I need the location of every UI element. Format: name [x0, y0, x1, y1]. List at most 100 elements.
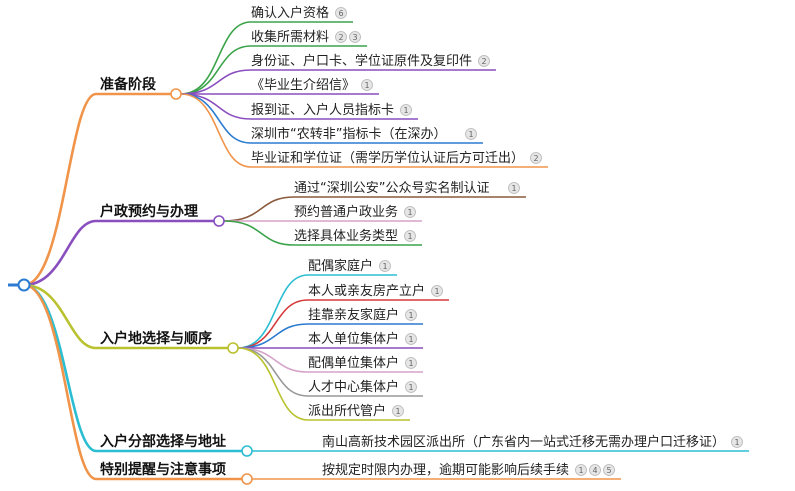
- badge-circle: [589, 464, 601, 476]
- badge-circle: [508, 182, 520, 194]
- badge-number: 1: [408, 383, 413, 392]
- leaf-connector: [180, 21, 353, 95]
- reference-badge[interactable]: 1: [361, 79, 373, 91]
- branch-toggle-icon[interactable]: [170, 88, 182, 100]
- leaf-connector: [180, 69, 496, 95]
- badge-circle: [575, 464, 587, 476]
- badge-number: 1: [408, 359, 413, 368]
- badge-number: 1: [408, 311, 413, 320]
- branch-label: 特别提醒与注意事项: [100, 461, 226, 478]
- reference-badge[interactable]: 1: [465, 128, 477, 140]
- leaf-label[interactable]: 按规定时限内办理，逾期可能影响后续手续: [322, 462, 569, 478]
- reference-badge[interactable]: 1: [405, 309, 417, 321]
- branch-connector: [23, 283, 242, 481]
- reference-badge[interactable]: 1: [392, 405, 404, 417]
- badge-number: 2: [338, 33, 343, 42]
- leaf-label[interactable]: 配偶单位集体户: [308, 355, 399, 371]
- reference-badge[interactable]: 2: [478, 55, 490, 67]
- badge-circle: [361, 79, 373, 91]
- badge-circle: [478, 55, 490, 67]
- reference-badge[interactable]: 4: [589, 464, 601, 476]
- reference-badge[interactable]: 5: [603, 464, 615, 476]
- leaf-label[interactable]: 本人或亲友房产立户: [308, 283, 425, 299]
- reference-badge[interactable]: 1: [405, 333, 417, 345]
- badge-number: 1: [434, 287, 439, 296]
- badge-circle: [405, 381, 417, 393]
- badge-number: 1: [407, 208, 412, 217]
- branch-label: 入户地选择与顺序: [100, 330, 212, 347]
- reference-badge[interactable]: 1: [508, 182, 520, 194]
- badge-circle: [379, 260, 391, 272]
- connector-lines: [23, 21, 749, 481]
- badge-number: 4: [592, 466, 597, 475]
- reference-badge[interactable]: 2: [335, 31, 347, 43]
- reference-badge[interactable]: 1: [431, 285, 443, 297]
- leaf-label[interactable]: 预约普通户政业务: [294, 204, 398, 220]
- badge-number: 3: [352, 33, 357, 42]
- reference-badge[interactable]: 1: [404, 230, 416, 242]
- badge-circle: [405, 357, 417, 369]
- branch-connector: [23, 92, 171, 287]
- leaf-label[interactable]: 本人单位集体户: [308, 331, 399, 347]
- branch-toggle-icon[interactable]: [227, 342, 239, 354]
- leaf-label[interactable]: 报到证、入户人员指标卡: [251, 102, 394, 118]
- branch-connector: [23, 219, 214, 287]
- badge-number: 1: [511, 184, 516, 193]
- leaf-label[interactable]: 南山高新技术园区派出所（广东省内一站式迁移无需办理户口迁移证）: [322, 434, 725, 450]
- reference-badge[interactable]: 1: [405, 357, 417, 369]
- badge-circle: [349, 31, 361, 43]
- leaf-label[interactable]: 《毕业生介绍信》: [251, 78, 355, 93]
- leaf-label[interactable]: 毕业证和学位证（需学历学位认证后方可迁出）: [251, 150, 524, 166]
- root-toggle-icon[interactable]: [17, 278, 31, 292]
- reference-badge[interactable]: 1: [400, 104, 412, 116]
- reference-badge[interactable]: 2: [530, 152, 542, 164]
- badge-number: 1: [468, 130, 473, 139]
- reference-badge[interactable]: 6: [335, 7, 347, 19]
- badge-circle: [400, 104, 412, 116]
- leaf-connector: [223, 220, 422, 246]
- badge-circle: [335, 7, 347, 19]
- badge-circle: [392, 405, 404, 417]
- badge-number: 2: [533, 154, 538, 163]
- badge-circle: [405, 309, 417, 321]
- badge-number: 2: [481, 57, 486, 66]
- branch-connector: [23, 283, 228, 350]
- leaf-label[interactable]: 选择具体业务类型: [294, 228, 398, 244]
- leaf-connector: [237, 299, 449, 349]
- badge-circle: [431, 285, 443, 297]
- branch-label: 入户分部选择与地址: [100, 433, 226, 450]
- reference-badge[interactable]: 1: [379, 260, 391, 272]
- leaf-label[interactable]: 配偶家庭户: [308, 258, 373, 274]
- leaf-label[interactable]: 收集所需材料: [251, 29, 329, 45]
- leaf-label[interactable]: 挂靠亲友家庭户: [308, 307, 399, 323]
- branch-toggle-icon[interactable]: [241, 473, 253, 485]
- badge-number: 1: [408, 335, 413, 344]
- reference-badge[interactable]: 1: [731, 436, 743, 448]
- badge-circle: [465, 128, 477, 140]
- leaf-connector: [180, 93, 548, 168]
- reference-badge[interactable]: 3: [349, 31, 361, 43]
- branch-toggle-icon[interactable]: [241, 445, 253, 457]
- badge-circle: [731, 436, 743, 448]
- leaf-label[interactable]: 身份证、户口卡、学位证原件及复印件: [251, 53, 472, 69]
- leaf-connector: [223, 196, 526, 222]
- badge-number: 1: [382, 262, 387, 271]
- badge-circle: [335, 31, 347, 43]
- reference-badge[interactable]: 1: [405, 381, 417, 393]
- badge-number: 1: [403, 106, 408, 115]
- leaf-label[interactable]: 人才中心集体户: [308, 379, 399, 395]
- reference-badge[interactable]: 1: [404, 206, 416, 218]
- leaf-label[interactable]: 确认入户资格: [251, 5, 329, 21]
- leaf-label[interactable]: 深圳市“农转非”指标卡（在深办）: [251, 126, 446, 142]
- leaf-connector: [180, 45, 367, 95]
- leaf-label[interactable]: 通过“深圳公安”公众号实名制认证: [294, 180, 489, 196]
- leaf-label[interactable]: 派出所代管户: [308, 403, 386, 419]
- reference-badge[interactable]: 1: [575, 464, 587, 476]
- badge-number: 1: [407, 232, 412, 241]
- leaf-connector: [237, 274, 397, 349]
- branch-toggle-icon[interactable]: [213, 215, 225, 227]
- badge-number: 1: [578, 466, 583, 475]
- badge-number: 5: [606, 466, 611, 475]
